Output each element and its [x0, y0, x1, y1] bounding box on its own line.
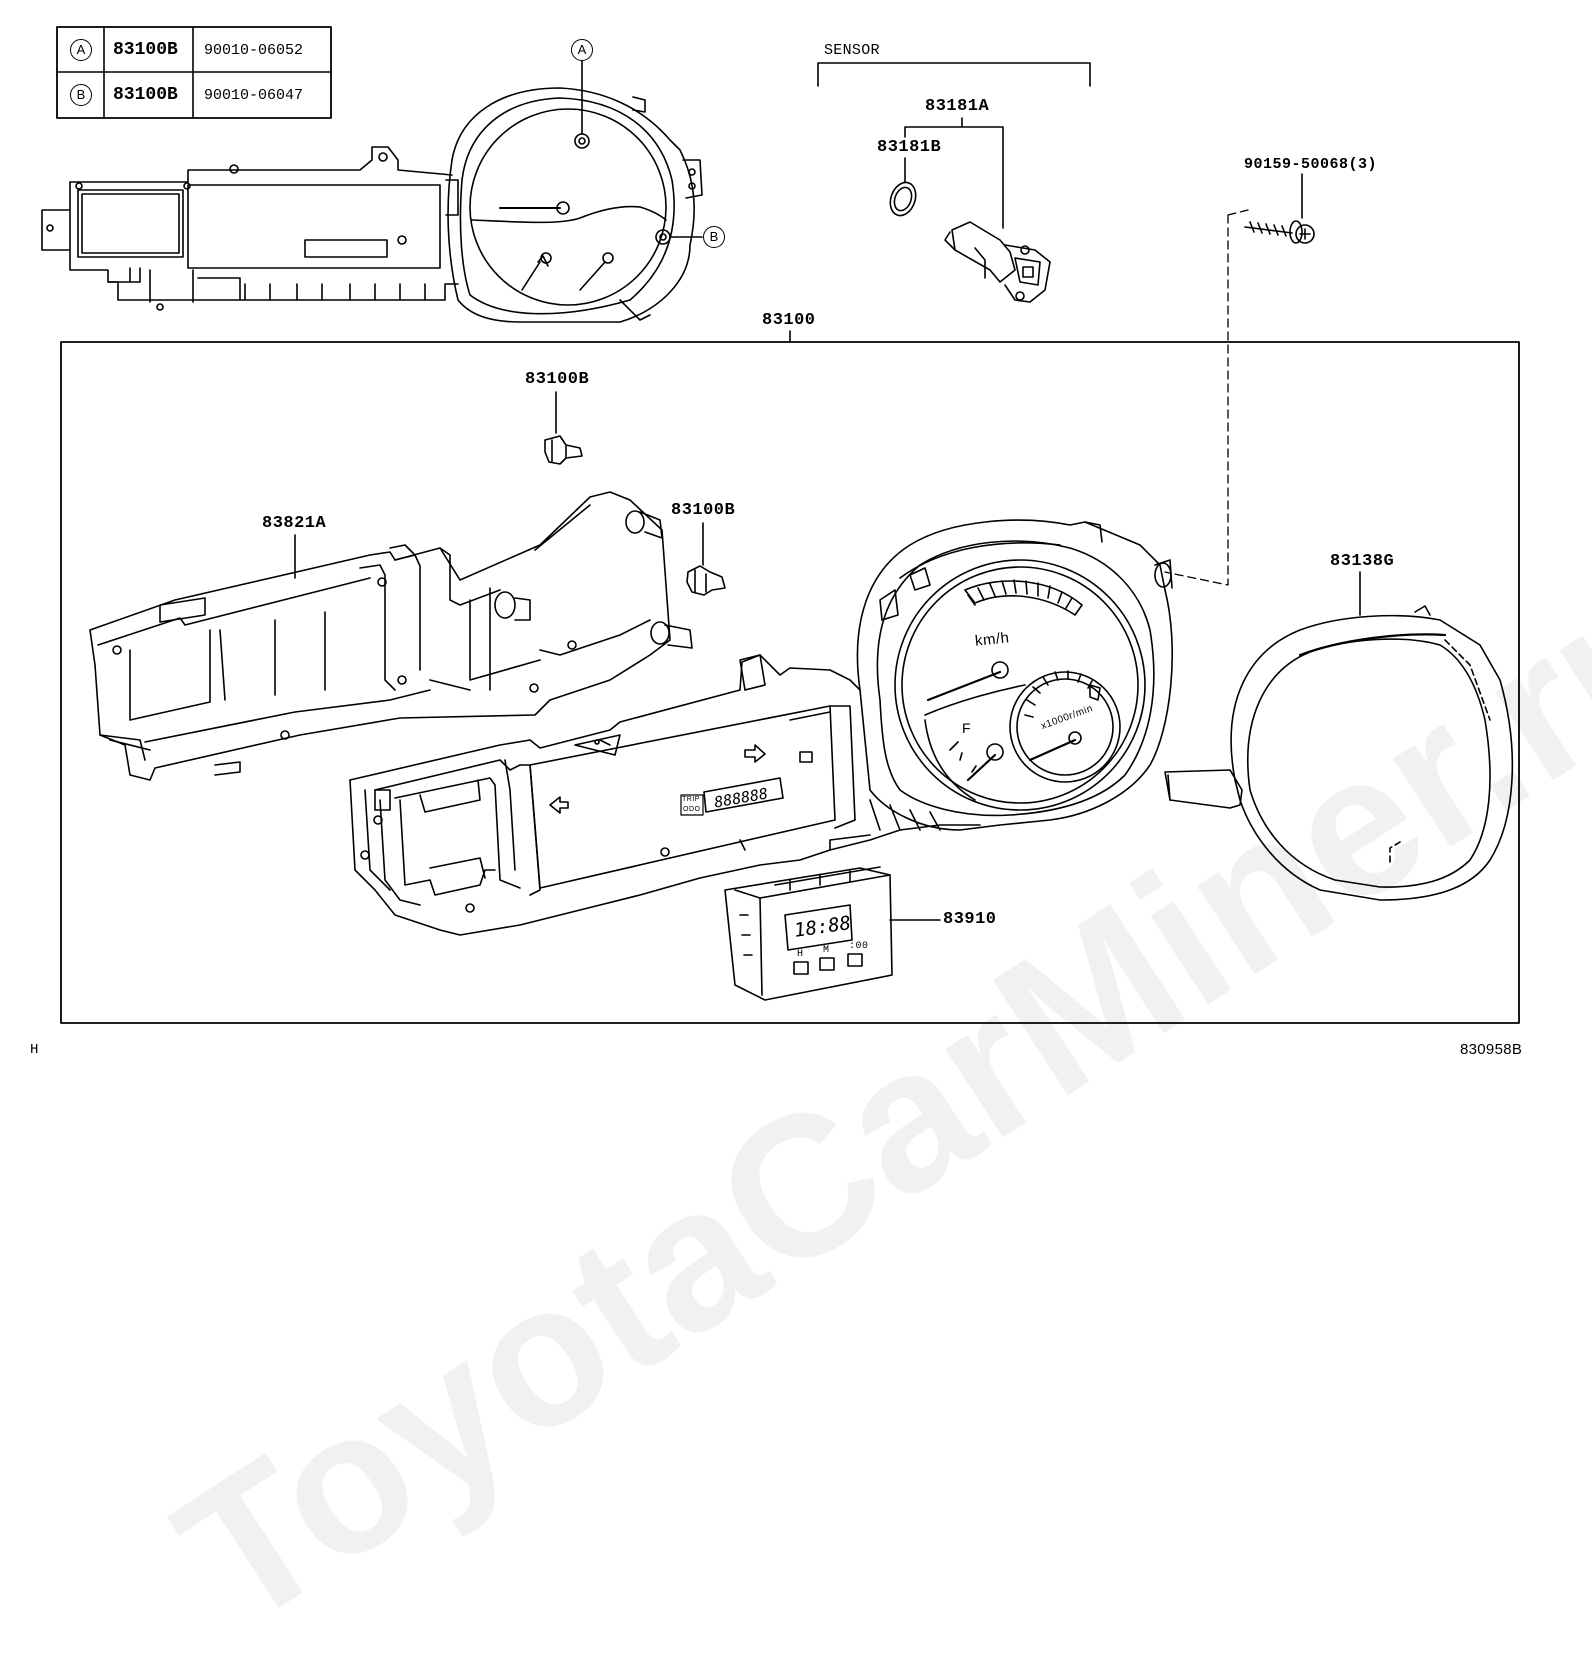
legend-row-a-marker: A [70, 39, 92, 61]
parts-diagram: ToyotaCarMiner.ru [30, 26, 1592, 1670]
label-bulb-mid: 83100B [671, 501, 736, 520]
odo-label: ODO [683, 806, 701, 813]
sensor-bracket [817, 62, 1091, 229]
sensor-title: SENSOR [824, 42, 880, 59]
legend-table-frame [56, 26, 332, 119]
label-83910: 83910 [943, 910, 997, 929]
label-83181b: 83181B [877, 138, 942, 157]
screw-dashed-line [1164, 209, 1249, 586]
label-83100: 83100 [762, 311, 816, 330]
clock-btn-m: M [823, 945, 830, 956]
label-83181a: 83181A [925, 97, 990, 116]
screw [1244, 173, 1315, 244]
footer-right-code: 830958B [1460, 1041, 1523, 1058]
legend-row-b-code: 90010-06047 [204, 87, 304, 104]
label-83138g: 83138G [1330, 552, 1395, 571]
lens-83138g [1164, 571, 1514, 901]
trip-label: TRIP [682, 796, 700, 803]
speed-unit: km/h [974, 629, 1011, 650]
label-screw: 90159-50068(3) [1244, 156, 1378, 173]
legend-row-a-part: 83100B [113, 40, 178, 60]
label-bulb-top: 83100B [525, 370, 590, 389]
label-83821a: 83821A [262, 514, 327, 533]
clock-btn-h: H [797, 949, 804, 960]
legend-row-b-part: 83100B [113, 85, 178, 105]
housing-83821a [89, 491, 693, 781]
o-ring [889, 181, 917, 217]
bulb-top [544, 391, 583, 465]
assembly-frame [60, 330, 1520, 1024]
diagram-lines [41, 26, 1520, 1024]
footer-left: H [30, 1042, 39, 1058]
inset-cluster-back [41, 59, 703, 323]
legend-row-b-marker: B [70, 84, 92, 106]
fuel-full-mark: F [962, 720, 972, 736]
inset-marker-b: B [703, 226, 725, 248]
cluster-body [349, 519, 1173, 936]
clock-83910 [724, 866, 941, 1001]
legend-row-a-code: 90010-06052 [204, 42, 304, 59]
bulb-mid [686, 522, 726, 596]
clock-btn-00: :00 [849, 941, 869, 952]
speed-sensor [944, 221, 1051, 303]
inset-marker-a: A [571, 39, 593, 61]
